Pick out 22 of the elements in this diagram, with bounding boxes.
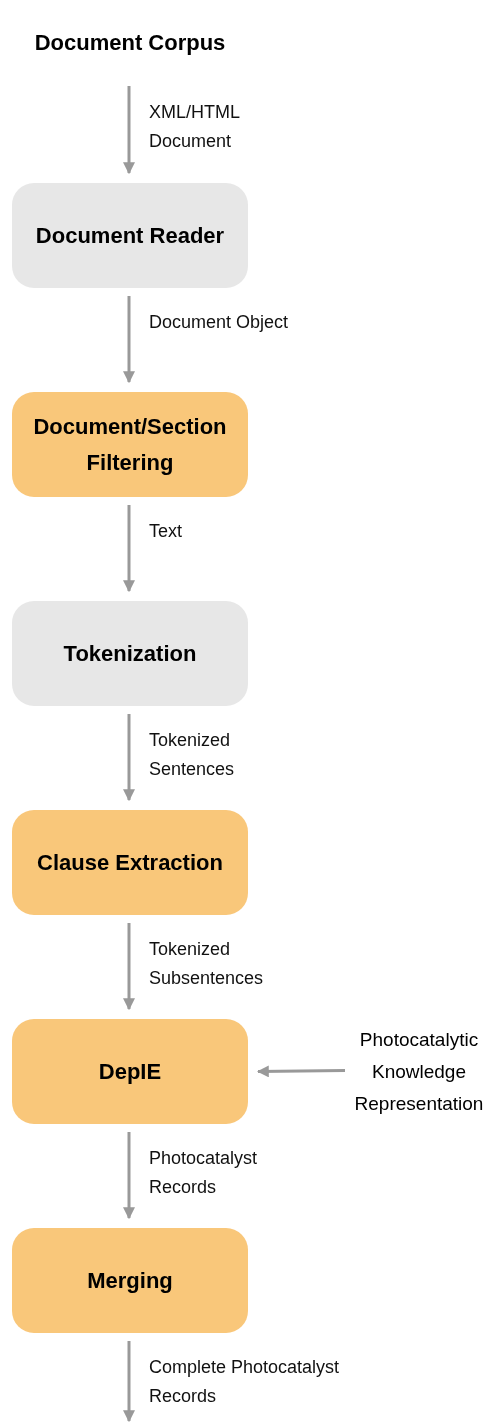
node-label: Clause Extraction	[37, 848, 223, 877]
node-label: Document/Section Filtering	[32, 412, 228, 477]
node-label: Document Corpus	[30, 8, 230, 78]
arrow	[123, 1132, 135, 1220]
arrow	[123, 296, 135, 384]
arrow	[256, 1065, 345, 1078]
process-box	[12, 601, 248, 706]
process-box	[12, 1228, 248, 1333]
node-label: Tokenization	[63, 639, 197, 668]
process-box	[12, 392, 248, 497]
arrow	[123, 505, 135, 593]
arrow	[123, 86, 135, 175]
process-box	[12, 183, 248, 288]
node-label: Merging	[87, 1266, 173, 1295]
node-label: DepIE	[98, 1057, 162, 1086]
node-label: Document Reader	[35, 221, 225, 250]
arrow	[123, 1341, 135, 1423]
arrow	[123, 923, 135, 1011]
process-box	[12, 810, 248, 915]
arrow	[123, 714, 135, 802]
node-label: Photocatalytic Knowledge Representation	[342, 1022, 496, 1122]
process-box	[12, 1019, 248, 1124]
